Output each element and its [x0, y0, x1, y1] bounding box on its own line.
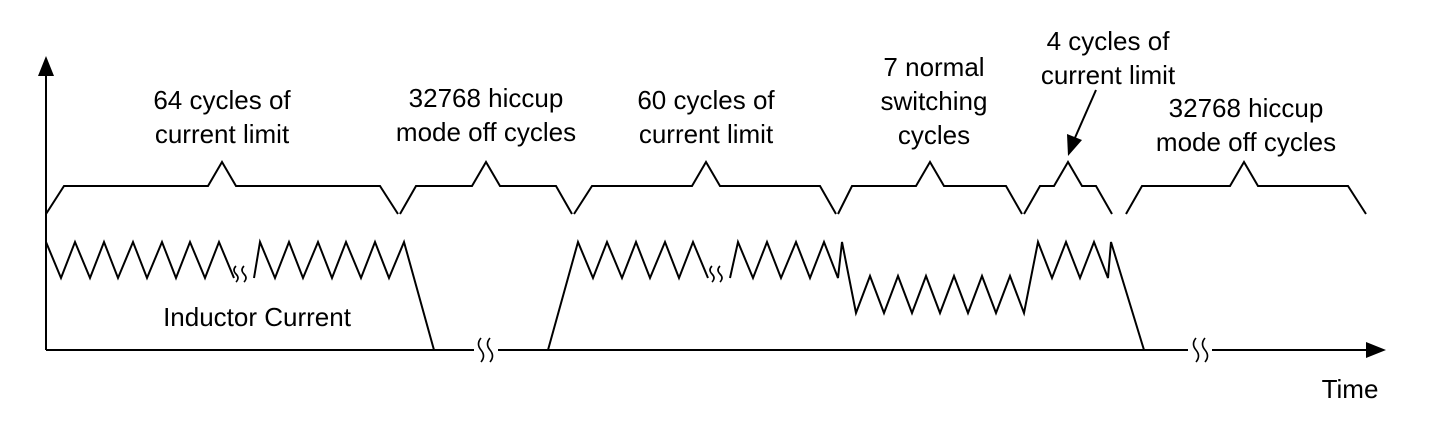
x-axis-arrow [1366, 342, 1386, 358]
label-line: 60 cycles of [637, 85, 775, 115]
label-32768-hiccup-off-cycles-2: 32768 hiccup mode off cycles [1156, 91, 1336, 159]
brace-seg2 [399, 160, 573, 215]
waveform-part-3 [547, 238, 709, 351]
label-line: current limit [638, 119, 774, 149]
label-line: mode off cycles [1155, 127, 1337, 157]
label-line: current limit [154, 119, 290, 149]
segment-braces [45, 160, 1367, 215]
seg5-pointer-arrow [1067, 89, 1097, 156]
waveform-part-4 [729, 238, 1145, 351]
brace-seg3 [573, 160, 837, 215]
label-line: current limit [1040, 60, 1176, 90]
label-time-axis: Time [1321, 374, 1379, 404]
brace-seg4 [837, 160, 1023, 215]
axes [38, 56, 1386, 363]
x-axis-break-2 [1192, 337, 1209, 363]
brace-seg6 [1125, 160, 1367, 215]
brace-seg1 [45, 160, 399, 215]
label-line: switching [880, 86, 988, 116]
label-line: mode off cycles [395, 117, 577, 147]
waveform-part-2 [253, 238, 435, 351]
label-line: 64 cycles of [153, 85, 291, 115]
waveform-break-1 [233, 265, 247, 283]
label-line: cycles [897, 120, 971, 150]
label-line: 32768 hiccup [1168, 93, 1324, 123]
label-32768-hiccup-off-cycles-1: 32768 hiccup mode off cycles [396, 81, 576, 149]
x-axis-break-1 [477, 337, 494, 363]
label-4-cycles-current-limit: 4 cycles of current limit [1041, 24, 1175, 92]
brace-seg5 [1023, 160, 1113, 215]
waveform-part-1 [45, 239, 235, 281]
label-line: 7 normal [883, 52, 985, 82]
waveform-break-2 [709, 265, 723, 283]
label-inductor-current: Inductor Current [163, 302, 351, 332]
label-line: 32768 hiccup [408, 83, 564, 113]
label-60-cycles-current-limit: 60 cycles of current limit [637, 83, 774, 151]
label-7-normal-switching-cycles: 7 normal switching cycles [881, 50, 988, 152]
label-line: 4 cycles of [1046, 26, 1170, 56]
y-axis-arrow [38, 56, 54, 76]
inductor-current-waveform [45, 238, 1145, 351]
label-64-cycles-current-limit: 64 cycles of current limit [153, 83, 290, 151]
